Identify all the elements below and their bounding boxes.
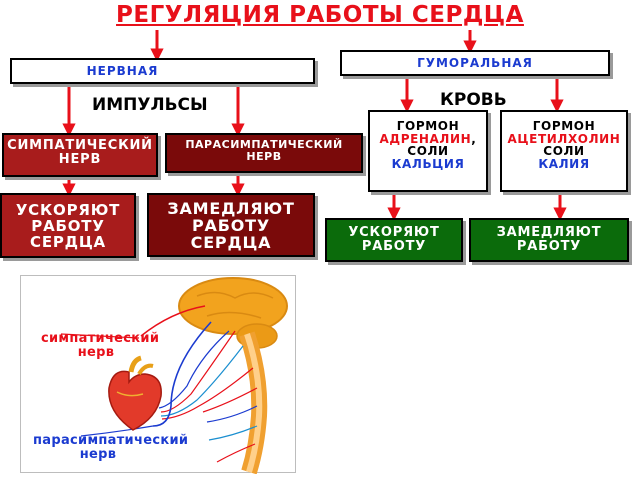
hormone-acetylcholine-box: ГОРМОН АЦЕТИЛХОЛИН СОЛИ КАЛИЯ — [500, 110, 628, 192]
adrenaline-line: АДРЕНАЛИН, СОЛИ — [370, 131, 486, 159]
impulses-label: ИМПУЛЬСЫ — [92, 95, 208, 115]
sympathetic-caption: симпатический нерв — [41, 331, 160, 360]
brain-shape — [178, 277, 288, 335]
page-title: РЕГУЛЯЦИЯ РАБОТЫ СЕРДЦА — [116, 2, 524, 28]
calcium-salts-word: , СОЛИ — [407, 131, 477, 159]
slow-heart-box: ЗАМЕДЛЯЮТ РАБОТУ СЕРДЦА — [147, 193, 315, 257]
nervous-system-illustration: симпатический нерв парасимпатический нер… — [20, 275, 296, 475]
potassium-name: КАЛИЯ — [538, 156, 590, 171]
blood-label: КРОВЬ — [440, 90, 507, 110]
potassium-salts-word: СОЛИ — [543, 144, 585, 159]
hormone-heading-left: ГОРМОН — [396, 119, 460, 133]
hormone-adrenaline-box: ГОРМОН АДРЕНАЛИН, СОЛИ КАЛЬЦИЯ — [368, 110, 488, 192]
heart-shape — [108, 355, 162, 431]
brain-spine-heart-drawing — [60, 277, 288, 475]
calcium-name: КАЛЬЦИЯ — [391, 156, 465, 171]
parasympathetic-caption: парасимпатический нерв — [33, 433, 189, 462]
accelerate-heart-box: УСКОРЯЮТ РАБОТУ СЕРДЦА — [0, 193, 136, 258]
parasympathetic-nerve-box: ПАРАСИМПАТИЧЕСКИЙ НЕРВ — [165, 133, 363, 173]
accelerate-work-box: УСКОРЯЮТ РАБОТУ — [325, 218, 463, 262]
nervous-branch-box: НЕРВНАЯ — [10, 58, 315, 84]
slow-work-box: ЗАМЕДЛЯЮТ РАБОТУ — [469, 218, 629, 262]
hormone-heading-right: ГОРМОН — [532, 119, 596, 133]
adrenaline-name: АДРЕНАЛИН — [379, 131, 472, 146]
sympathetic-nerve-box: СИМПАТИЧЕСКИЙ НЕРВ — [2, 133, 158, 177]
acetylcholine-name: АЦЕТИЛХОЛИН — [507, 131, 621, 146]
humoral-branch-box: ГУМОРАЛЬНАЯ — [340, 50, 610, 76]
